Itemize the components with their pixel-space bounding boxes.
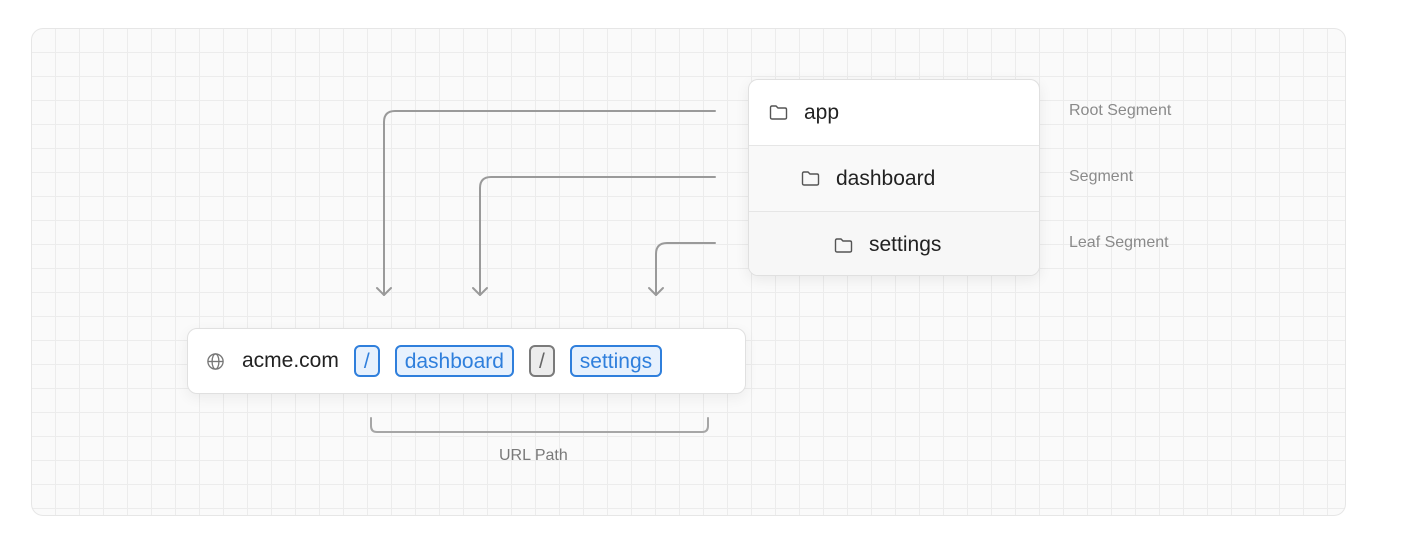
tree-row-settings[interactable]: settings [749, 212, 1039, 275]
segment-label-segment: Segment [1069, 168, 1134, 185]
tree-row-label: app [804, 100, 840, 124]
folder-tree: app dashboard settings [748, 79, 1040, 276]
url-domain: acme.com [242, 349, 339, 372]
url-bar[interactable]: acme.com / dashboard / settings [187, 328, 746, 394]
tree-row-label: dashboard [836, 166, 936, 190]
segment-label-root: Root Segment [1069, 102, 1172, 119]
tree-row-dashboard[interactable]: dashboard [749, 146, 1039, 212]
folder-icon [834, 237, 853, 253]
url-path-caption: URL Path [499, 447, 568, 464]
segment-label-leaf: Leaf Segment [1069, 234, 1169, 251]
folder-icon [801, 171, 820, 186]
url-slash-chip: / [353, 345, 380, 377]
tree-row-label: settings [869, 233, 942, 256]
folder-icon [769, 105, 788, 120]
url-settings-chip: settings [569, 345, 663, 377]
tree-row-app[interactable]: app [749, 80, 1039, 146]
globe-icon [207, 352, 224, 370]
url-slash-chip: / [528, 345, 555, 377]
url-dashboard-chip: dashboard [394, 345, 514, 377]
